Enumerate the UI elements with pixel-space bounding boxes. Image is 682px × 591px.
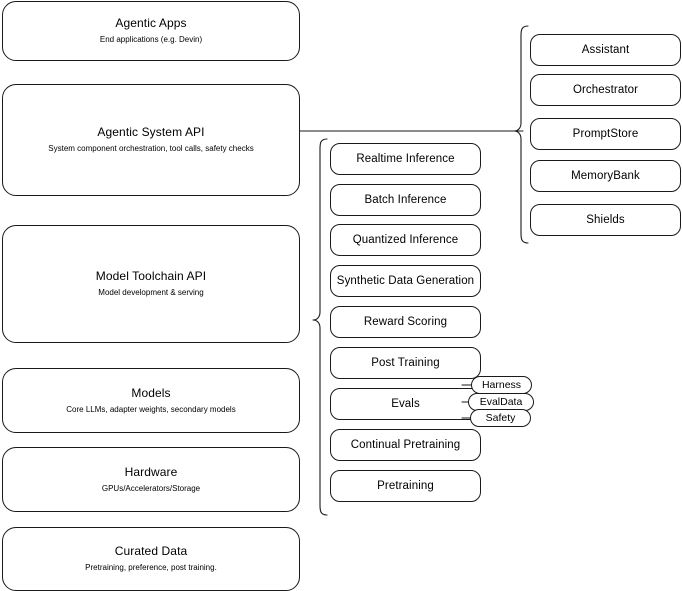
layer-title: Agentic System API [97,125,205,139]
layer-box-agentic-apps[interactable]: Agentic Apps End applications (e.g. Devi… [2,1,300,61]
capability-label: Reward Scoring [363,315,448,328]
component-box-shields[interactable]: Shields [530,204,681,236]
layer-subtitle: Core LLMs, adapter weights, secondary mo… [66,404,236,414]
component-box-memorybank[interactable]: MemoryBank [530,160,681,192]
layer-subtitle: Pretraining, preference, post training. [85,563,217,572]
capability-label: Pretraining [377,479,434,492]
layer-title: Models [131,385,171,400]
component-label: Assistant [581,43,630,56]
evals-pill-label: EvalData [479,396,523,408]
component-box-orchestrator[interactable]: Orchestrator [530,74,681,106]
capability-box-synthetic-data-generation[interactable]: Synthetic Data Generation [330,265,481,297]
capability-box-realtime-inference[interactable]: Realtime Inference [330,143,481,175]
capability-box-post-training[interactable]: Post Training [330,347,481,379]
capability-box-quantized-inference[interactable]: Quantized Inference [330,224,481,256]
layer-subtitle: System component orchestration, tool cal… [48,144,254,153]
layer-box-models[interactable]: Models Core LLMs, adapter weights, secon… [2,368,300,433]
capability-box-pretraining[interactable]: Pretraining [330,470,481,502]
layer-subtitle: Model development & serving [98,288,204,297]
capability-label: Synthetic Data Generation [336,274,475,287]
evals-pill-harness[interactable]: Harness [471,376,532,394]
layer-title: Model Toolchain API [95,269,207,283]
evals-pill-label: Harness [481,379,522,391]
layer-box-model-toolchain-api[interactable]: Model Toolchain API Model development & … [2,225,300,343]
component-box-assistant[interactable]: Assistant [530,34,681,66]
brace-system-components [513,25,529,244]
component-box-promptstore[interactable]: PromptStore [530,118,681,150]
brace-toolchain-capabilities [312,138,328,516]
capability-label: Realtime Inference [356,152,455,165]
layer-subtitle: End applications (e.g. Devin) [99,35,203,44]
layer-title: Agentic Apps [115,16,187,30]
capability-label: Batch Inference [364,193,447,206]
component-label: Orchestrator [572,83,639,96]
capability-label: Continual Pretraining [350,438,461,451]
capability-box-batch-inference[interactable]: Batch Inference [330,184,481,216]
layer-box-curated-data[interactable]: Curated Data Pretraining, preference, po… [2,527,300,591]
capability-box-reward-scoring[interactable]: Reward Scoring [330,306,481,338]
capability-label: Post Training [371,356,440,369]
layer-box-agentic-system-api[interactable]: Agentic System API System component orch… [2,84,300,196]
layer-box-hardware[interactable]: Hardware GPUs/Accelerators/Storage [2,447,300,512]
evals-pill-label: Safety [485,412,516,424]
capability-box-continual-pretraining[interactable]: Continual Pretraining [330,429,481,461]
capability-box-evals[interactable]: Evals [330,388,481,420]
component-label: Shields [586,213,625,226]
evals-pill-safety[interactable]: Safety [470,409,531,427]
component-label: MemoryBank [571,169,640,182]
layer-title: Hardware [124,464,178,479]
capability-label: Evals [391,397,420,410]
capability-label: Quantized Inference [352,233,459,246]
layer-subtitle: GPUs/Accelerators/Storage [101,483,201,493]
layer-title: Curated Data [114,544,188,558]
component-label: PromptStore [572,127,639,140]
